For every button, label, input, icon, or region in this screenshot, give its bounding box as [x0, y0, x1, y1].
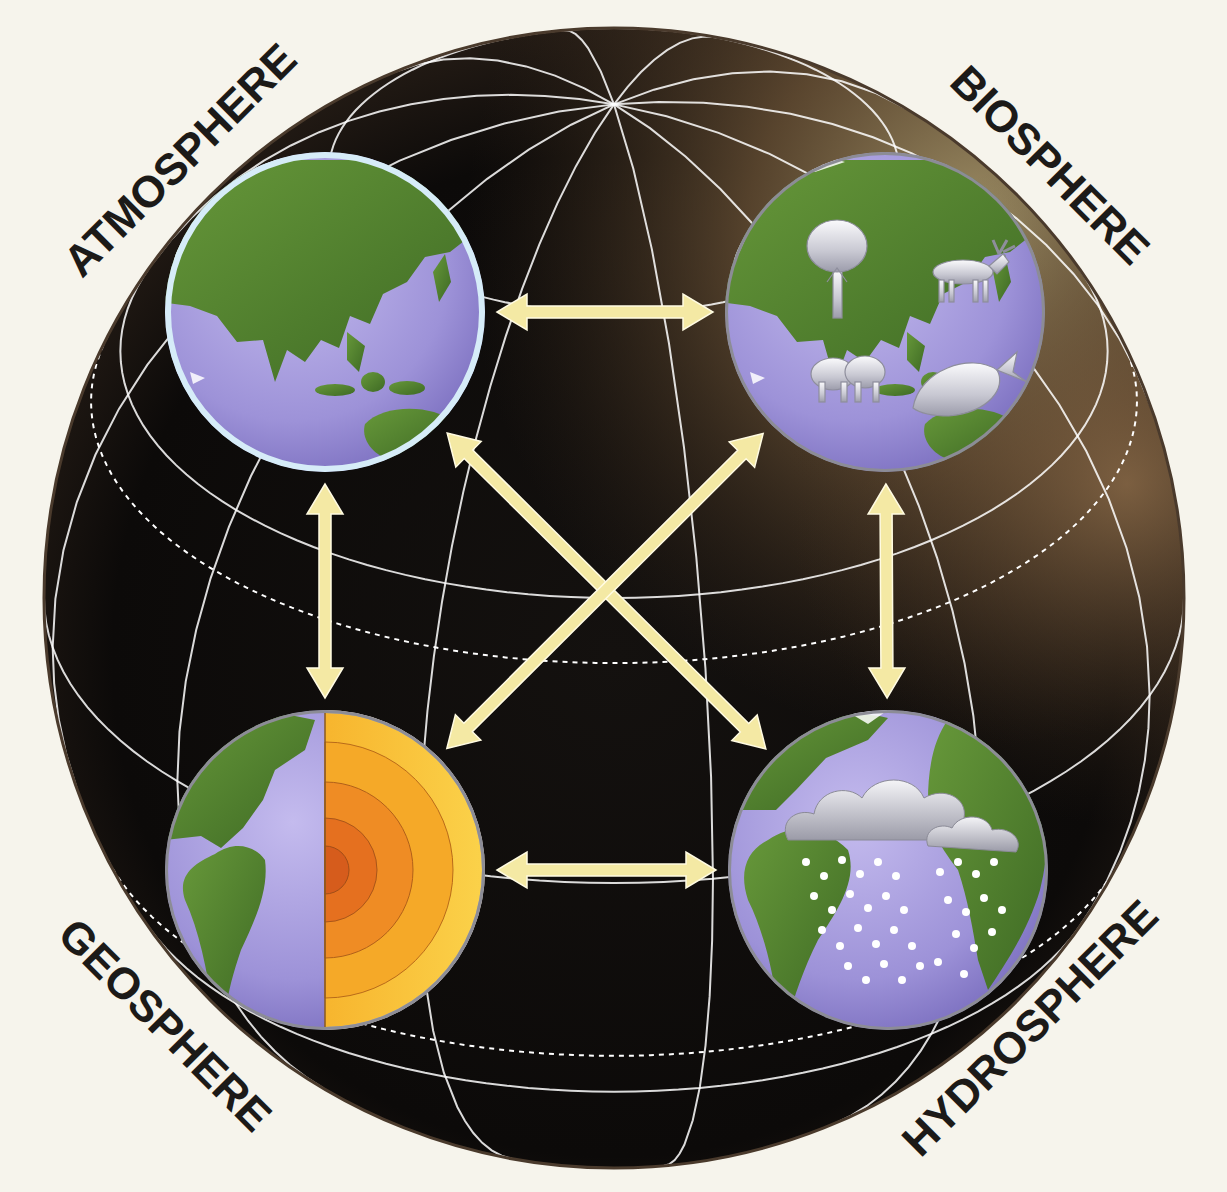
- atmosphere-globe-art: [160, 152, 485, 472]
- grid-line: [614, 36, 716, 104]
- interaction-arrow: [497, 852, 716, 888]
- biosphere-globe-art: [720, 152, 1045, 472]
- big-globe: [44, 28, 1184, 1168]
- grid-line: [393, 58, 613, 104]
- geosphere-globe-art: [165, 710, 485, 1030]
- globe-rim: [168, 155, 482, 469]
- grid-line: [44, 598, 1184, 883]
- sphere-globe: HYDROSPHERE: [728, 710, 1048, 1030]
- sphere-globe: GEOSPHERE: [165, 710, 485, 1030]
- globe-outline: [165, 152, 485, 472]
- hydrosphere-globe-art: [718, 710, 1048, 1030]
- globe-outline: [728, 710, 1048, 1030]
- interaction-arrow: [497, 294, 713, 330]
- grid-line: [614, 104, 1150, 933]
- globe-rim: [730, 712, 1047, 1029]
- life-icons: [807, 220, 1027, 416]
- rain-cloud: [785, 780, 1018, 852]
- sphere-label: GEOSPHERE: [51, 911, 279, 1139]
- globe-rim: [727, 154, 1044, 471]
- interaction-arrow: [868, 484, 905, 698]
- globe-outline: [725, 152, 1045, 472]
- grid-line: [614, 104, 713, 1165]
- interaction-arrow: [447, 433, 766, 749]
- sphere-globe: ATMOSPHERE: [165, 152, 485, 472]
- grid-line: [614, 71, 906, 108]
- grid-line: [564, 30, 614, 104]
- sphere-label: HYDROSPHERE: [894, 892, 1165, 1163]
- globe-outline: [165, 710, 485, 1030]
- sphere-globe: BIOSPHERE: [725, 152, 1045, 472]
- interaction-arrow: [307, 484, 343, 698]
- globe-rim: [167, 712, 484, 1029]
- interaction-arrow: [447, 433, 763, 748]
- rain-drops: [802, 856, 1006, 984]
